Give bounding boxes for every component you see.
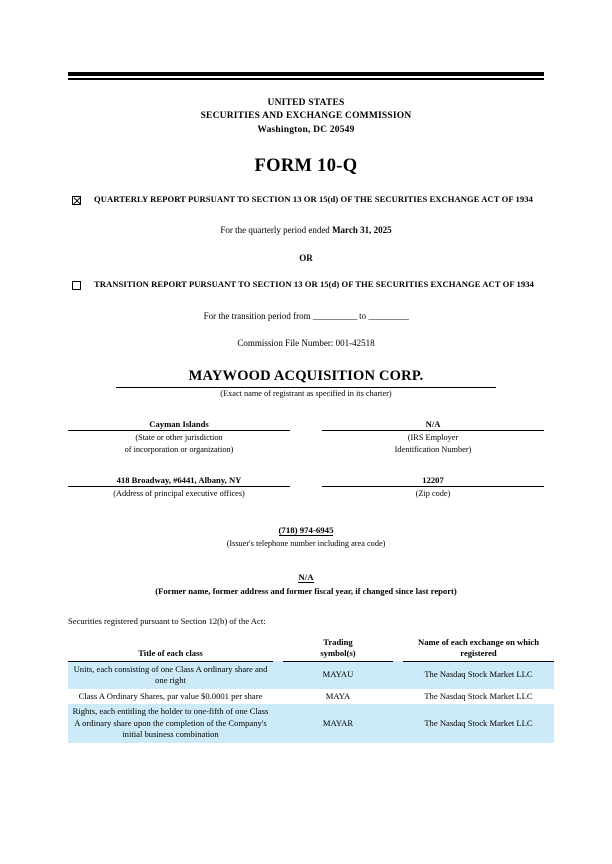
irs-rule [322, 430, 544, 431]
form-10q-page: UNITED STATES SECURITIES AND EXCHANGE CO… [0, 72, 612, 864]
security-title: Class A Ordinary Shares, par value $0.00… [78, 690, 263, 701]
former-name-caption: (Former name, former address and former … [155, 585, 457, 596]
column-header-symbol-line1: Trading [323, 636, 353, 647]
registrant-name: MAYWOOD ACQUISITION CORP. [188, 368, 424, 384]
security-title: Units, each consisting of one Class A or… [68, 661, 273, 689]
security-symbol: MAYA [325, 690, 351, 701]
registrant-name-rule [116, 387, 496, 388]
transition-report-option[interactable]: TRANSITION REPORT PURSUANT TO SECTION 13… [68, 279, 544, 291]
quarterly-period-date: March 31, 2025 [332, 224, 392, 235]
agency-line-city: Washington, DC 20549 [257, 124, 355, 135]
jurisdiction-irs-row: Cayman Islands (State or other jurisdict… [68, 419, 544, 455]
security-symbol: MAYAU [283, 661, 393, 689]
jurisdiction-rule [68, 430, 290, 431]
cell-spacer [273, 661, 283, 689]
security-exchange: The Nasdaq Stock Market LLC [403, 661, 554, 689]
address-zip-row: 418 Broadway, #6441, Albany, NY (Address… [68, 475, 544, 500]
irs-caption-line1: (IRS Employer [407, 433, 459, 442]
quarterly-report-option[interactable]: QUARTERLY REPORT PURSUANT TO SECTION 13 … [68, 194, 544, 206]
column-header-exchange-line2: registered [460, 648, 497, 658]
phone-value: (718) 974-6945 [278, 524, 334, 536]
irs-cell: N/A (IRS Employer Identification Number) [306, 419, 544, 455]
column-header-title: Title of each class [68, 636, 273, 662]
option-divider-or: OR [299, 252, 313, 263]
table-header-row: Title of each class Trading symbol(s) Na… [68, 636, 554, 662]
empty-checkbox[interactable] [72, 280, 81, 290]
agency-line-commission: SECURITIES AND EXCHANGE COMMISSION [200, 111, 412, 121]
zip-value: 12207 [422, 475, 444, 485]
rule-thin [68, 78, 544, 80]
phone-caption: (Issuer's telephone number including are… [226, 538, 386, 548]
column-spacer [393, 637, 403, 662]
quarterly-report-label: QUARTERLY REPORT PURSUANT TO SECTION 13 … [94, 194, 533, 204]
cell-spacer [393, 661, 403, 689]
column-spacer [273, 637, 283, 662]
transition-period-middle: to [356, 311, 369, 321]
jurisdiction-value: Cayman Islands [149, 419, 209, 429]
quarterly-period-prefix: For the quarterly period ended [220, 224, 333, 235]
irs-caption-line2: Identification Number) [394, 444, 472, 454]
registrant-name-block: MAYWOOD ACQUISITION CORP. (Exact name of… [68, 367, 544, 398]
cell-spacer [393, 689, 403, 705]
zip-cell: 12207 (Zip code) [306, 475, 544, 500]
phone-block: (718) 974-6945 (Issuer's telephone numbe… [68, 520, 544, 548]
transition-period-line: For the transition period from _________… [68, 311, 544, 321]
column-header-exchange-line1: Name of each exchange on which [417, 636, 540, 647]
securities-intro: Securities registered pursuant to Sectio… [68, 615, 266, 626]
page-title: FORM 10-Q [254, 156, 358, 176]
table-row: Rights, each entitling the holder to one… [68, 704, 554, 744]
irs-value: N/A [425, 419, 441, 429]
address-rule [68, 486, 290, 487]
agency-heading: UNITED STATES SECURITIES AND EXCHANGE CO… [68, 97, 544, 138]
table-row: Units, each consisting of one Class A or… [68, 661, 554, 689]
agency-line-country: UNITED STATES [267, 97, 345, 108]
table-row: Class A Ordinary Shares, par value $0.00… [68, 689, 554, 705]
jurisdiction-caption: (State or other jurisdiction of incorpor… [68, 431, 290, 455]
x-mark-checkbox[interactable] [72, 196, 81, 205]
header-double-rule [68, 72, 544, 80]
jurisdiction-cell: Cayman Islands (State or other jurisdict… [68, 419, 306, 455]
jurisdiction-caption-line1: (State or other jurisdiction [135, 433, 223, 442]
security-exchange: The Nasdaq Stock Market LLC [403, 704, 554, 744]
rule-gap [68, 76, 544, 78]
address-value: 418 Broadway, #6441, Albany, NY [116, 475, 242, 485]
column-header-symbol: Trading symbol(s) [283, 636, 393, 662]
former-name-value: N/A [298, 571, 314, 583]
cell-spacer [273, 689, 283, 705]
security-title: Rights, each entitling the holder to one… [68, 704, 273, 744]
registered-securities-table: Title of each class Trading symbol(s) Na… [68, 636, 554, 744]
address-caption: (Address of principal executive offices) [113, 489, 245, 498]
column-header-symbol-line2: symbol(s) [320, 648, 356, 658]
commission-file-number: Commission File Number: 001-42518 [237, 338, 375, 348]
irs-caption: (IRS Employer Identification Number) [322, 431, 544, 455]
former-name-block: N/A (Former name, former address and for… [68, 567, 544, 596]
cell-spacer [273, 704, 283, 744]
transition-blank-from[interactable]: ___________ [312, 311, 358, 321]
column-header-exchange: Name of each exchange on which registere… [403, 636, 554, 662]
rule-thick [68, 72, 544, 76]
zip-caption: (Zip code) [415, 489, 451, 498]
transition-period-prefix: For the transition period from [203, 311, 313, 321]
transition-report-label: TRANSITION REPORT PURSUANT TO SECTION 13… [94, 278, 534, 289]
security-exchange: The Nasdaq Stock Market LLC [424, 690, 533, 701]
jurisdiction-caption-line2: of incorporation or organization) [124, 444, 234, 454]
zip-rule [322, 486, 544, 487]
transition-blank-to[interactable]: __________ [368, 311, 409, 321]
security-symbol: MAYAR [283, 704, 393, 744]
registrant-name-caption: (Exact name of registrant as specified i… [220, 389, 392, 398]
quarterly-period-line: For the quarterly period ended March 31,… [68, 225, 544, 235]
address-cell: 418 Broadway, #6441, Albany, NY (Address… [68, 475, 306, 500]
cell-spacer [393, 704, 403, 744]
